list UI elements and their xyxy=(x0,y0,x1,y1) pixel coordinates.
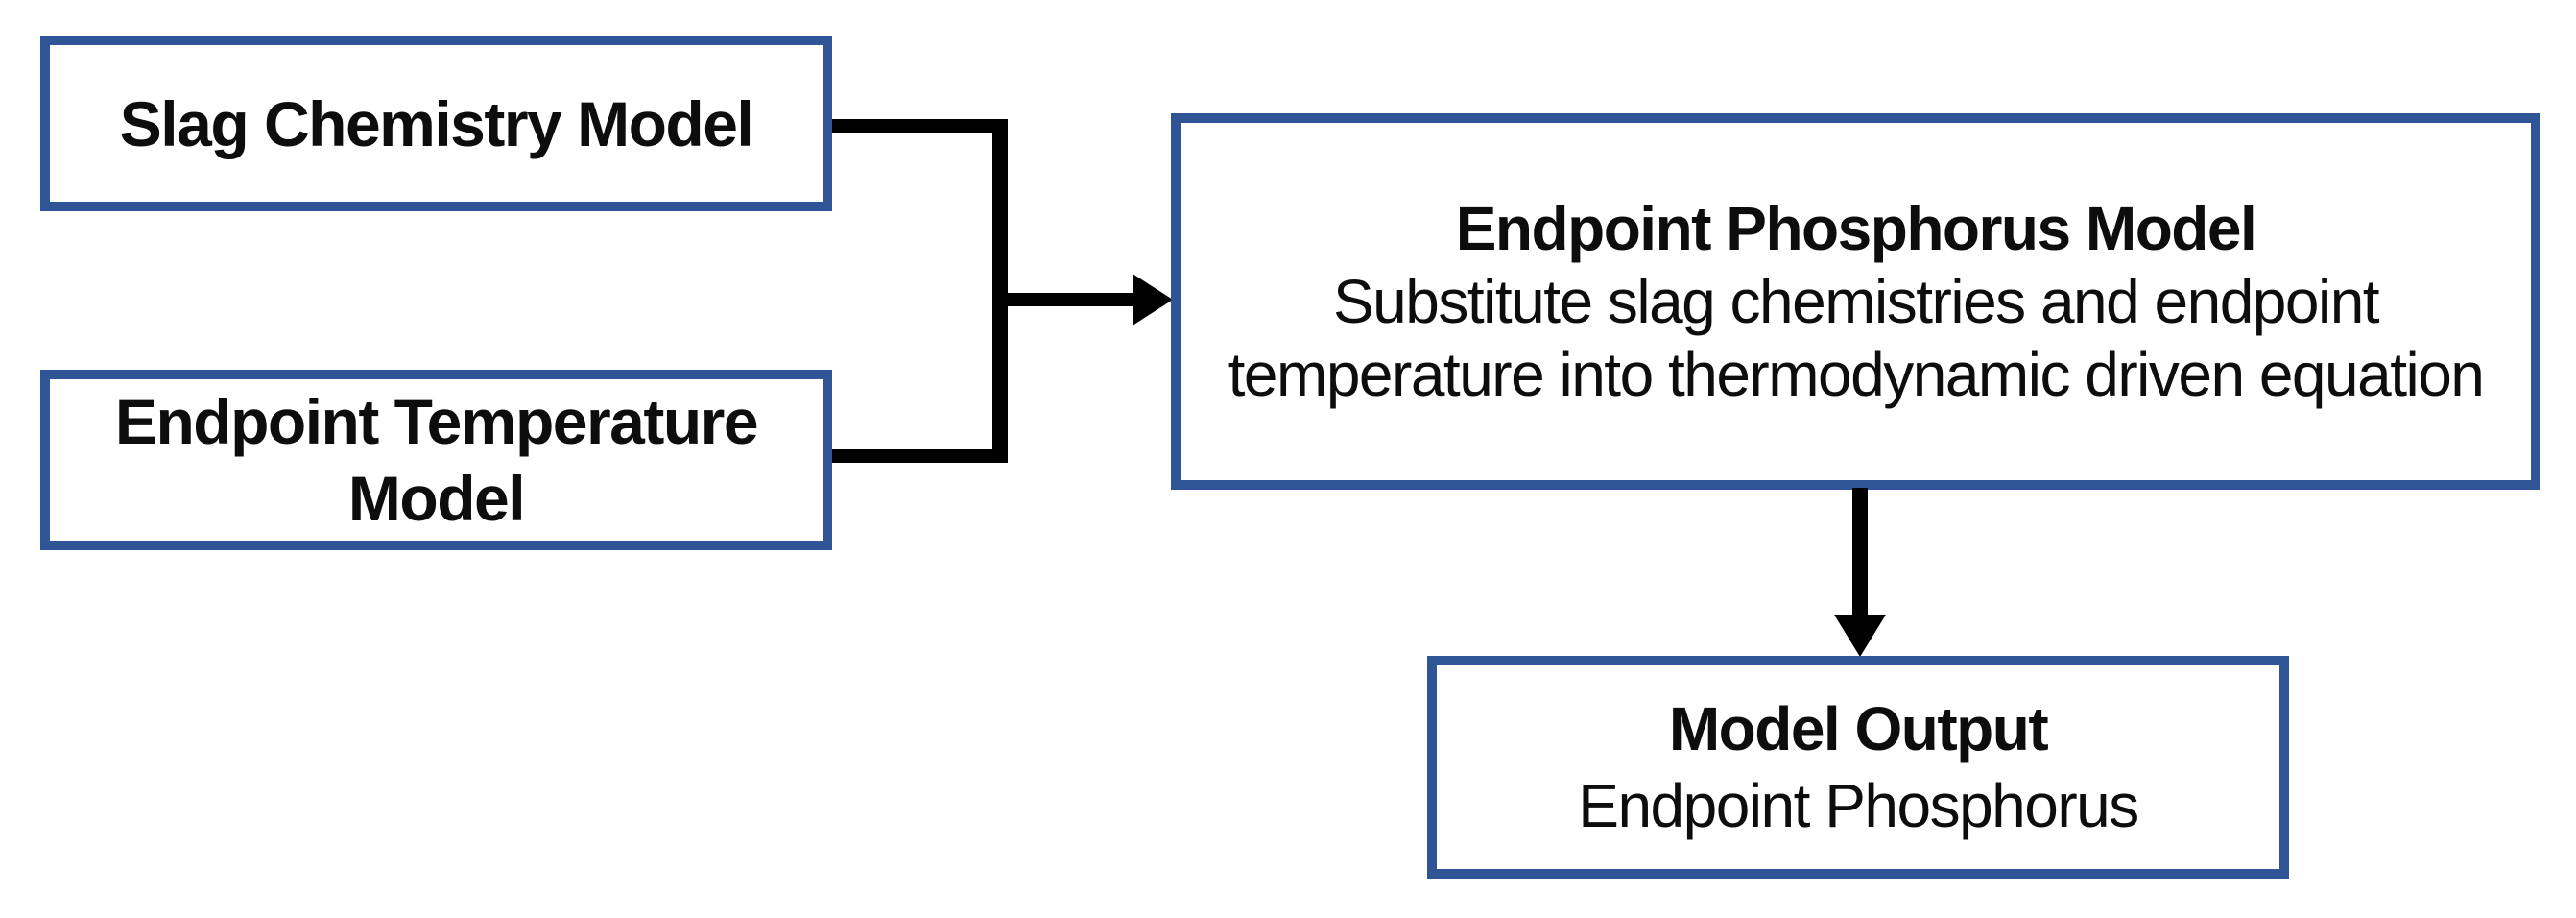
node-model-output: Model Output Endpoint Phosphorus xyxy=(1427,656,2289,879)
node-endpoint-temperature-model: Endpoint Temperature Model xyxy=(40,370,832,550)
node-model-output-description: Endpoint Phosphorus xyxy=(1578,771,2139,840)
connector-temperature-horizontal-line xyxy=(832,449,1008,463)
node-endpoint-phosphorus-description: Substitute slag chemistries and endpoint… xyxy=(1228,267,2485,409)
arrow-down-shaft xyxy=(1852,488,1868,615)
arrow-right-shaft xyxy=(1006,293,1134,306)
arrow-right-icon xyxy=(1133,274,1173,326)
node-model-output-title: Model Output xyxy=(1668,694,2049,763)
connector-slag-horizontal-line xyxy=(832,119,1008,133)
arrow-down-icon xyxy=(1834,615,1886,657)
node-slag-chemistry-title: Slag Chemistry Model xyxy=(119,87,754,159)
node-endpoint-temperature-title: Endpoint Temperature Model xyxy=(114,386,759,534)
node-endpoint-phosphorus-model: Endpoint Phosphorus Model Substitute sla… xyxy=(1171,113,2540,490)
node-endpoint-phosphorus-title: Endpoint Phosphorus Model xyxy=(1455,194,2257,263)
connector-merge-vertical-line xyxy=(992,119,1008,463)
node-slag-chemistry-model: Slag Chemistry Model xyxy=(40,36,832,211)
